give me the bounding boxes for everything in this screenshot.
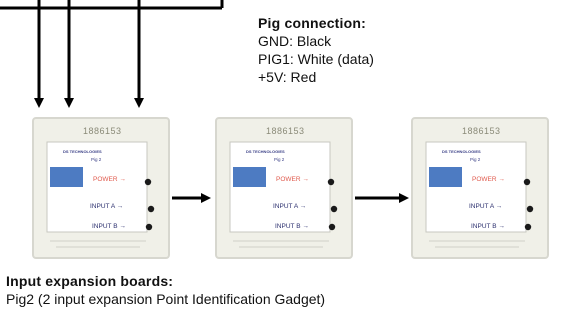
board-input-b-led — [328, 223, 336, 231]
board-input-a-led — [330, 205, 338, 213]
input-expansion-caption: Input expansion boards: Pig2 (2 input ex… — [6, 272, 325, 308]
board-input-b-label: INPUT B → — [471, 223, 505, 230]
board-3: 1886153 DS TECHNOLOGIES Pig 2 POWER → IN… — [411, 117, 549, 259]
board-model: Pig 2 — [91, 157, 102, 162]
board-logo — [233, 167, 266, 187]
board-power-label: POWER → — [276, 176, 309, 183]
pig-connection-pig1: PIG1: White (data) — [258, 51, 374, 67]
board-serial: 1886153 — [83, 126, 122, 136]
board-serial: 1886153 — [266, 126, 305, 136]
board-input-a-label: INPUT A → — [469, 203, 502, 210]
pig-connection-title: Pig connection: — [258, 15, 366, 31]
board-input-b-led — [145, 223, 153, 231]
board-input-a-label: INPUT A → — [273, 203, 306, 210]
top-wiring — [0, 0, 224, 108]
board-power-label: POWER → — [472, 176, 505, 183]
board-model: Pig 2 — [470, 157, 481, 162]
board-company: DS TECHNOLOGIES — [63, 149, 102, 154]
pig-connection-gnd: GND: Black — [258, 33, 332, 49]
board-power-led — [327, 178, 335, 186]
board-company: DS TECHNOLOGIES — [442, 149, 481, 154]
board-company: DS TECHNOLOGIES — [246, 149, 285, 154]
input-expansion-title: Input expansion boards: — [6, 273, 174, 289]
board-logo — [50, 167, 83, 187]
board-1: 1886153 DS TECHNOLOGIES Pig 2 POWER → IN… — [32, 117, 170, 259]
board-input-a-led — [147, 205, 155, 213]
board-input-b-label: INPUT B → — [275, 223, 309, 230]
board-input-a-led — [526, 205, 534, 213]
board-input-b-label: INPUT B → — [92, 223, 126, 230]
pig-connection-caption: Pig connection: GND: Black PIG1: White (… — [258, 14, 374, 86]
board-logo — [429, 167, 462, 187]
input-expansion-description: Pig2 (2 input expansion Point Identifica… — [6, 291, 326, 307]
board-input-b-led — [524, 223, 532, 231]
board-2: 1886153 DS TECHNOLOGIES Pig 2 POWER → IN… — [215, 117, 353, 259]
board-power-label: POWER → — [93, 176, 126, 183]
board-input-a-label: INPUT A → — [90, 203, 123, 210]
pig-connection-5v: +5V: Red — [258, 69, 317, 85]
board-power-led — [523, 178, 531, 186]
board-model: Pig 2 — [274, 157, 285, 162]
board-serial: 1886153 — [462, 126, 501, 136]
board-power-led — [144, 178, 152, 186]
